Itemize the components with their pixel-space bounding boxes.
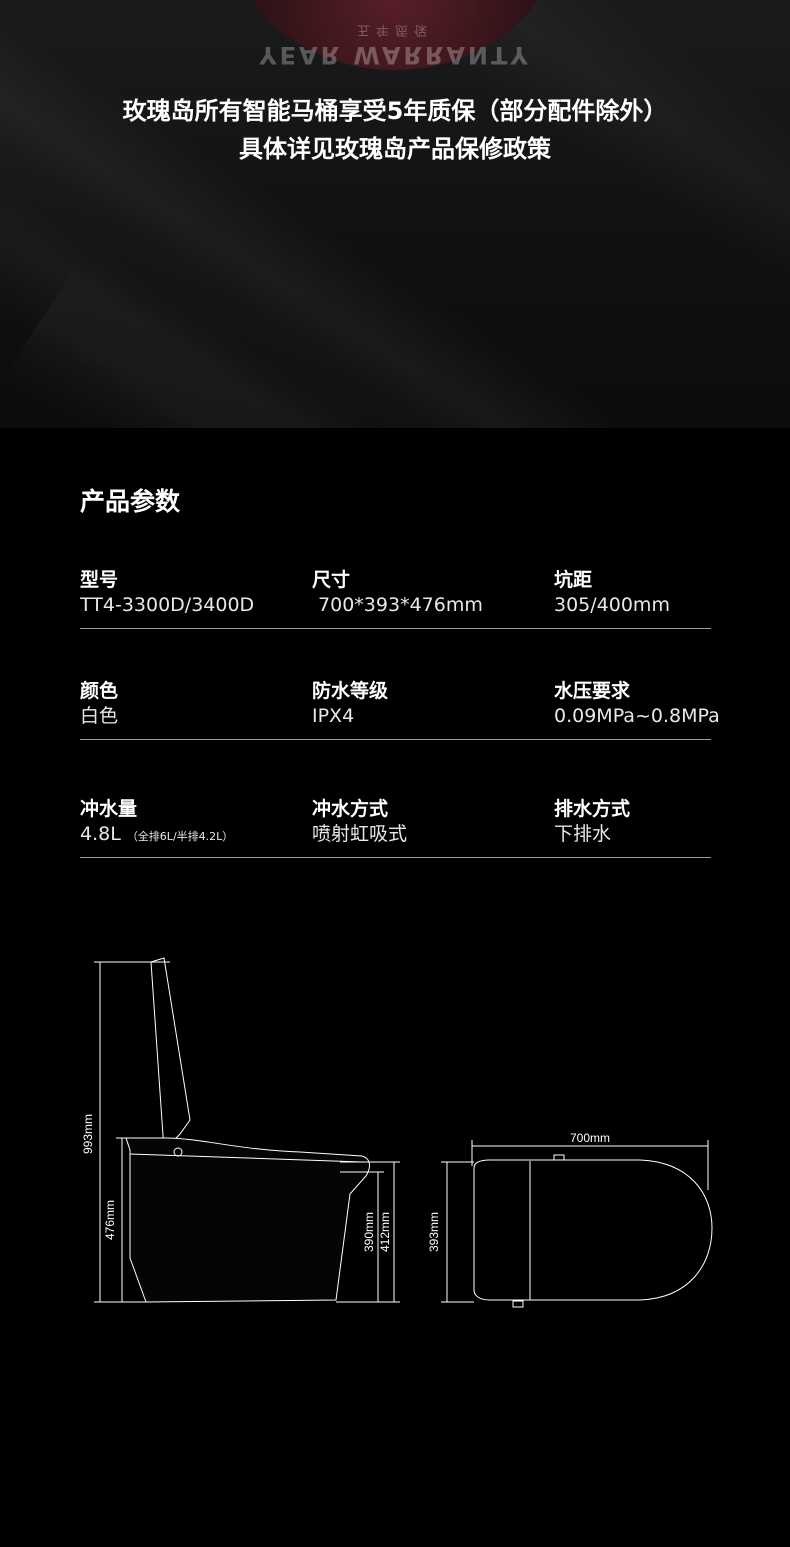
badge-cn-text: 五年质保 xyxy=(356,22,433,37)
flush-volume-value: 4.8L xyxy=(80,823,121,845)
spec-row: 型号 TT4-3300D/3400D 尺寸 700*393*476mm 坑距 3… xyxy=(80,568,711,629)
warranty-line-1: 玫瑰岛所有智能马桶享受5年质保（部分配件除外） xyxy=(122,97,668,125)
top-view-drain xyxy=(512,1300,524,1308)
warranty-badge-text: YEAR WARRANTY 五年质保 xyxy=(0,20,790,69)
spec-flush-volume: 冲水量 4.8L（全排6L/半排4.2L） xyxy=(80,798,234,845)
side-view-body xyxy=(125,1137,370,1303)
seat-line xyxy=(129,1153,363,1163)
badge-en-text: YEAR WARRANTY xyxy=(259,41,531,69)
spec-size: 尺寸 700*393*476mm xyxy=(312,569,483,616)
spec-pressure: 水压要求 0.09MPa~0.8MPa xyxy=(554,680,720,727)
top-view-connector xyxy=(553,1154,565,1161)
warranty-text: 玫瑰岛所有智能马桶享受5年质保（部分配件除外） 具体详见玫瑰岛产品保修政策 xyxy=(0,92,790,168)
spec-row: 冲水量 4.8L（全排6L/半排4.2L） 冲水方式 喷射虹吸式 排水方式 下排… xyxy=(80,797,711,858)
dim-label-476: 476mm xyxy=(103,1200,117,1240)
spec-waterproof: 防水等级 IPX4 xyxy=(312,680,389,727)
spec-rough-in: 坑距 305/400mm xyxy=(554,569,670,616)
dim-label-393: 393mm xyxy=(427,1212,441,1252)
top-view-outline xyxy=(473,1159,713,1301)
side-view-tank xyxy=(150,957,191,1152)
spec-row: 颜色 白色 防水等级 IPX4 水压要求 0.09MPa~0.8MPa xyxy=(80,679,720,740)
spec-flush-type: 冲水方式 喷射虹吸式 xyxy=(312,798,408,845)
dim-label-993: 993mm xyxy=(81,1114,95,1154)
warranty-banner: YEAR WARRANTY 五年质保 玫瑰岛所有智能马桶享受5年质保（部分配件除… xyxy=(0,0,790,428)
control-knob-icon xyxy=(173,1147,183,1157)
dim-label-700: 700mm xyxy=(570,1131,610,1145)
flush-volume-note: （全排6L/半排4.2L） xyxy=(126,830,234,843)
spec-color: 颜色 白色 xyxy=(80,680,119,727)
dim-label-412: 412mm xyxy=(378,1212,392,1252)
spec-model: 型号 TT4-3300D/3400D xyxy=(80,569,255,616)
spec-drain-type: 排水方式 下排水 xyxy=(554,798,631,845)
specs-title: 产品参数 xyxy=(80,487,181,516)
warranty-line-2: 具体详见玫瑰岛产品保修政策 xyxy=(239,135,551,163)
dimension-diagram: 993mm 476mm 390mm 412mm 393mm 700mm xyxy=(81,957,713,1308)
dim-label-390: 390mm xyxy=(362,1212,376,1252)
